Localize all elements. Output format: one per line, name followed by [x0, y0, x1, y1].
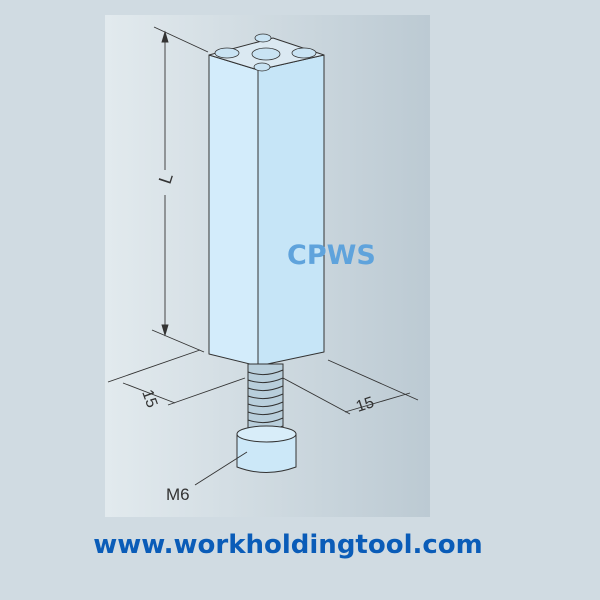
spacer-column: [208, 33, 325, 367]
thread-size-label: M6: [166, 485, 190, 504]
column-right-face: [257, 54, 325, 367]
column-left-face: [208, 54, 259, 367]
thread: [247, 363, 284, 437]
width-right-dimension-label: 15: [354, 394, 376, 416]
watermark: CPWS: [287, 240, 376, 271]
thread-leader-line: [194, 451, 248, 486]
nut: [236, 425, 297, 473]
width-left-dimension-label: 15: [138, 388, 160, 411]
website-link[interactable]: www.workholdingtool.com: [93, 530, 483, 560]
dimension-lines: [107, 26, 419, 415]
top-slots: [214, 33, 317, 72]
